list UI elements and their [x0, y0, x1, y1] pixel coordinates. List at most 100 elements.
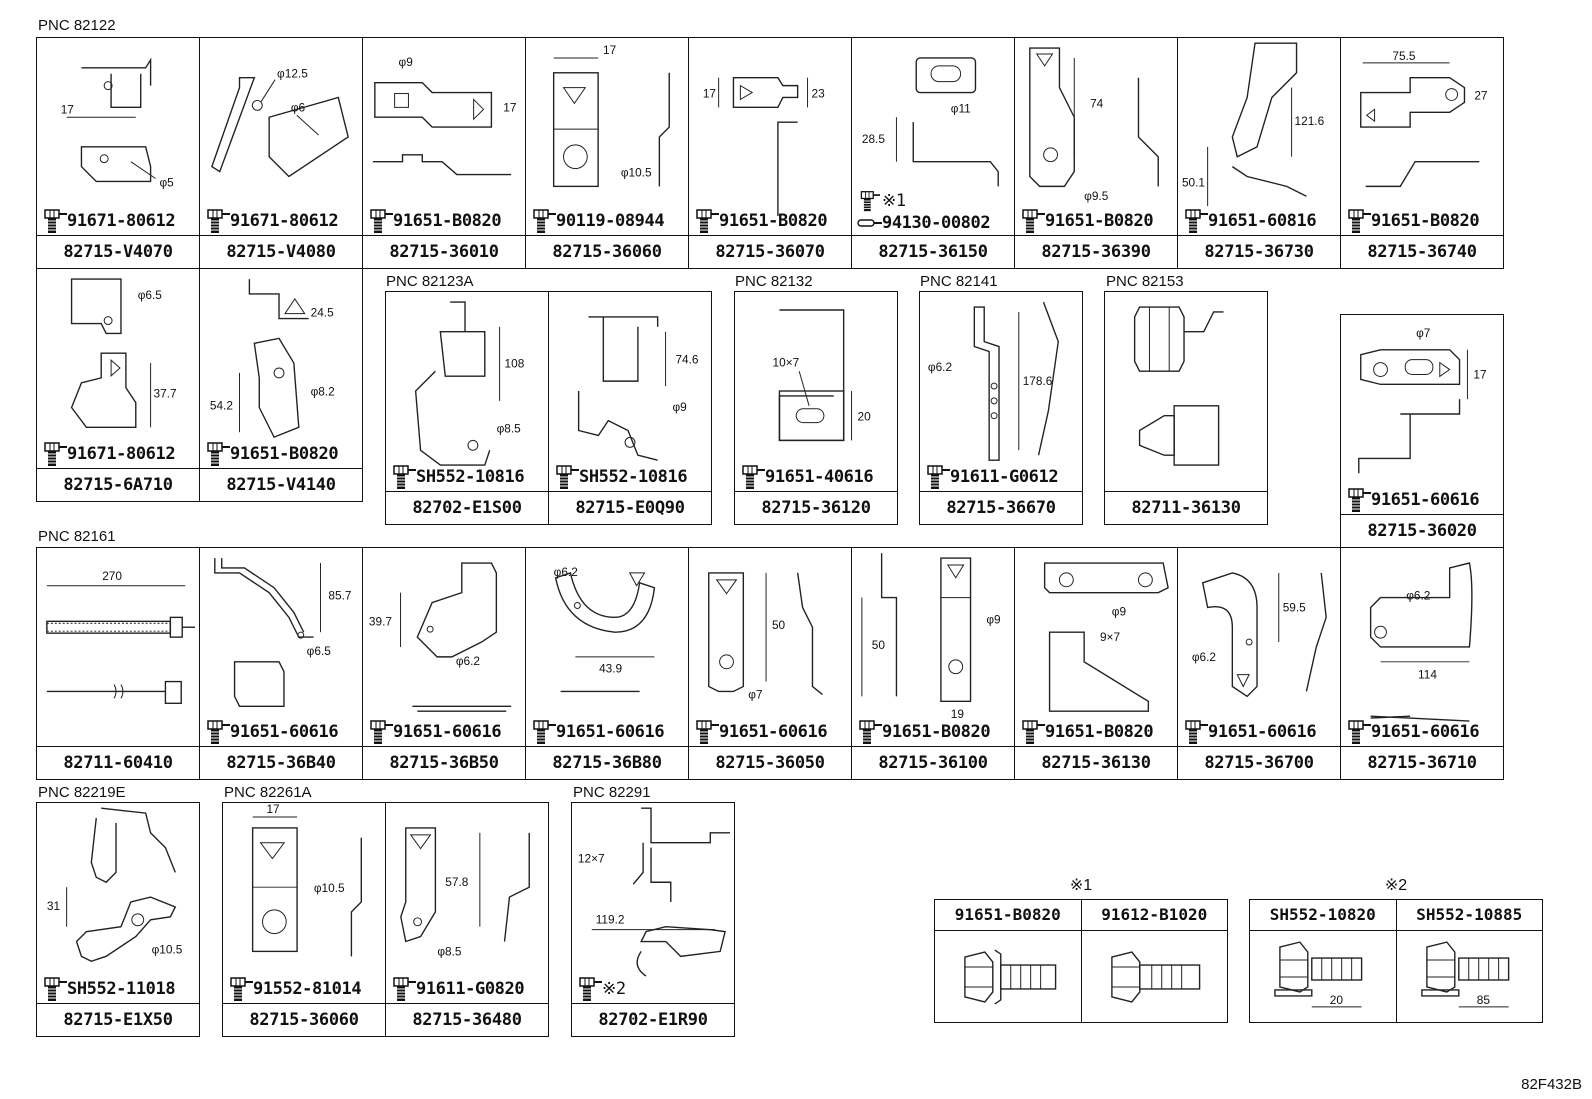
bolt-number: 91671-80612 — [230, 211, 339, 231]
part-cell[interactable]: 82711-36130 — [1104, 291, 1268, 525]
svg-text:54.2: 54.2 — [210, 398, 233, 412]
part-cell[interactable]: 85.7 φ6.5 91651-60616 82715-36B40 — [199, 547, 363, 780]
legend-table: SH552-10820 20 SH552-10885 — [1249, 899, 1543, 1023]
bracket-drawing: 75.5 27 — [1341, 38, 1503, 234]
bolt-image — [1082, 932, 1228, 1022]
svg-text:φ12.5: φ12.5 — [277, 67, 308, 81]
bolt-number: 91651-60616 — [393, 722, 502, 742]
part-cell[interactable]: 74 φ9.5 91651-B0820 82715-36390 — [1014, 37, 1178, 269]
bolt-icon — [1345, 719, 1371, 745]
bolt-row: 91651-B0820 — [1019, 208, 1175, 234]
part-cell[interactable]: φ12.5 φ6 91671-80612 82715-V4080 — [199, 37, 363, 269]
bolt-icon — [1345, 487, 1371, 513]
section-label-82291: PNC 82291 — [573, 784, 651, 801]
part-cell[interactable]: 75.5 27 91651-B0820 82715-36740 — [1340, 37, 1504, 269]
part-cell[interactable]: 50 φ7 91651-60616 82715-36050 — [688, 547, 852, 780]
part-cell[interactable]: 121.6 50.1 91651-60816 82715-36730 — [1177, 37, 1341, 269]
bolt-icon — [1182, 719, 1208, 745]
svg-text:φ8.5: φ8.5 — [437, 944, 462, 958]
bolt-number: 91552-81014 — [253, 979, 362, 999]
bolt-number: 91651-60816 — [1208, 211, 1317, 231]
bolt-icon — [390, 464, 416, 490]
part-cell[interactable]: 17 φ10.5 90119-08944 82715-36060 — [525, 37, 689, 269]
svg-text:121.6: 121.6 — [1295, 114, 1325, 128]
bolt-icon — [367, 719, 393, 745]
bolt-number: SH552-10816 — [416, 467, 525, 487]
part-cell[interactable]: 57.8 φ8.5 91611-G0820 82715-36480 — [385, 802, 549, 1037]
bolt-row: 91552-81014 — [227, 976, 383, 1002]
bracket-drawing: 39.7 φ6.2 — [363, 548, 525, 745]
bolt-number: 91651-B0820 — [882, 722, 991, 742]
svg-text:23: 23 — [811, 86, 825, 100]
part-number: 82715-36700 — [1178, 746, 1340, 779]
part-cell[interactable]: 24.5 54.2 φ8.2 91651-B0820 82715-V4140 — [199, 268, 363, 502]
part-cell[interactable]: 17 φ10.5 91552-81014 82715-36060 — [222, 802, 386, 1037]
svg-text:75.5: 75.5 — [1392, 49, 1415, 63]
svg-text:270: 270 — [102, 569, 122, 583]
bracket-drawing: φ9 17 — [363, 38, 525, 234]
svg-text:φ6: φ6 — [291, 100, 306, 114]
bolt-number: 91651-B0820 — [1045, 211, 1154, 231]
part-cell[interactable]: 39.7 φ6.2 91651-60616 82715-36B50 — [362, 547, 526, 780]
bolt-number: 91651-B0820 — [393, 211, 502, 231]
legend-column: 91612-B1020 — [1081, 900, 1228, 1022]
svg-text:108: 108 — [505, 356, 525, 370]
part-number: 82715-36020 — [1341, 514, 1503, 547]
part-cell[interactable]: φ9 9×7 91651-B0820 82715-36130 — [1014, 547, 1178, 780]
part-cell[interactable]: φ7 17 91651-60616 82715-36020 — [1340, 314, 1504, 548]
legend-column: 91651-B0820 — [935, 900, 1082, 1022]
clip-drawing — [1105, 292, 1267, 490]
svg-text:178.6: 178.6 — [1023, 374, 1053, 388]
bolt-row: 91651-60616 — [1345, 487, 1501, 513]
svg-text:φ8.5: φ8.5 — [497, 421, 522, 435]
bolt-icon — [204, 719, 230, 745]
part-cell[interactable]: 74.6 φ9 SH552-10816 82715-E0Q90 — [548, 291, 712, 525]
svg-text:φ6.2: φ6.2 — [1406, 589, 1430, 603]
bracket-drawing: 121.6 50.1 — [1178, 38, 1340, 234]
part-cell[interactable]: φ6.2 43.9 91651-60616 82715-36B80 — [525, 547, 689, 780]
section-label-82132: PNC 82132 — [735, 273, 813, 290]
svg-text:17: 17 — [603, 43, 616, 57]
flange-bolt-image: 85 — [1397, 932, 1543, 1022]
bracket-drawing: φ6.2 114 — [1341, 548, 1503, 745]
part-cell[interactable]: 12×7 119.2 ※2 82702-E1R90 — [571, 802, 735, 1037]
bolt-icon — [530, 208, 556, 234]
bolt-note: ※1 — [882, 191, 906, 211]
bolt-row: 91651-B0820 — [367, 208, 523, 234]
part-cell[interactable]: 17 φ5 91671-80612 82715-V4070 — [36, 37, 200, 269]
part-cell[interactable]: φ9 17 91651-B0820 82715-36010 — [362, 37, 526, 269]
part-number: 82715-V4140 — [200, 468, 362, 501]
legend-bolt-number: SH552-10820 — [1250, 900, 1396, 931]
part-number: 82715-E0Q90 — [549, 491, 711, 524]
svg-text:φ10.5: φ10.5 — [621, 166, 652, 180]
bolt-row: ※2 — [576, 976, 732, 1002]
bolt-row: SH552-10816 — [553, 464, 709, 490]
part-number: 82715-36740 — [1341, 235, 1503, 268]
part-cell[interactable]: 17 23 91651-B0820 82715-36070 — [688, 37, 852, 269]
bolt-number: 90119-08944 — [556, 211, 665, 231]
part-cell[interactable]: 50 φ9 19 91651-B0820 82715-36100 — [851, 547, 1015, 780]
part-cell[interactable]: 10×7 20 91651-40616 82715-36120 — [734, 291, 898, 525]
bolt-row: 91651-40616 — [739, 464, 895, 490]
part-cell[interactable]: φ6.2 178.6 91611-G0612 82715-36670 — [919, 291, 1083, 525]
svg-text:50: 50 — [872, 638, 886, 652]
part-cell[interactable]: φ11 28.5 ※1 94130-00802 82715-36150 — [851, 37, 1015, 269]
part-cell[interactable]: φ6.2 114 91651-60616 82715-36710 — [1340, 547, 1504, 780]
svg-text:74.6: 74.6 — [675, 352, 698, 366]
bracket-drawing: 17 23 — [689, 38, 851, 234]
part-cell[interactable]: 270 82711-60410 — [36, 547, 200, 780]
bolt-number: 91651-60616 — [719, 722, 828, 742]
bolt-icon — [553, 464, 579, 490]
part-cell[interactable]: 59.5 φ6.2 91651-60616 82715-36700 — [1177, 547, 1341, 780]
part-number: 82715-36070 — [689, 235, 851, 268]
bolt-icon — [41, 976, 67, 1002]
legend-title: ※2 — [1384, 877, 1408, 894]
part-cell[interactable]: 31 φ10.5 SH552-11018 82715-E1X50 — [36, 802, 200, 1037]
bolt-row: SH552-11018 — [41, 976, 197, 1002]
bolt-number: 91651-60616 — [1371, 490, 1480, 510]
bolt-icon — [739, 464, 765, 490]
legend-bolt-number: SH552-10885 — [1396, 900, 1542, 931]
bolt-row: 90119-08944 — [530, 208, 686, 234]
part-cell[interactable]: 108 φ8.5 SH552-10816 82702-E1S00 — [385, 291, 549, 525]
part-cell[interactable]: φ6.5 37.7 91671-80612 82715-6A710 — [36, 268, 200, 502]
